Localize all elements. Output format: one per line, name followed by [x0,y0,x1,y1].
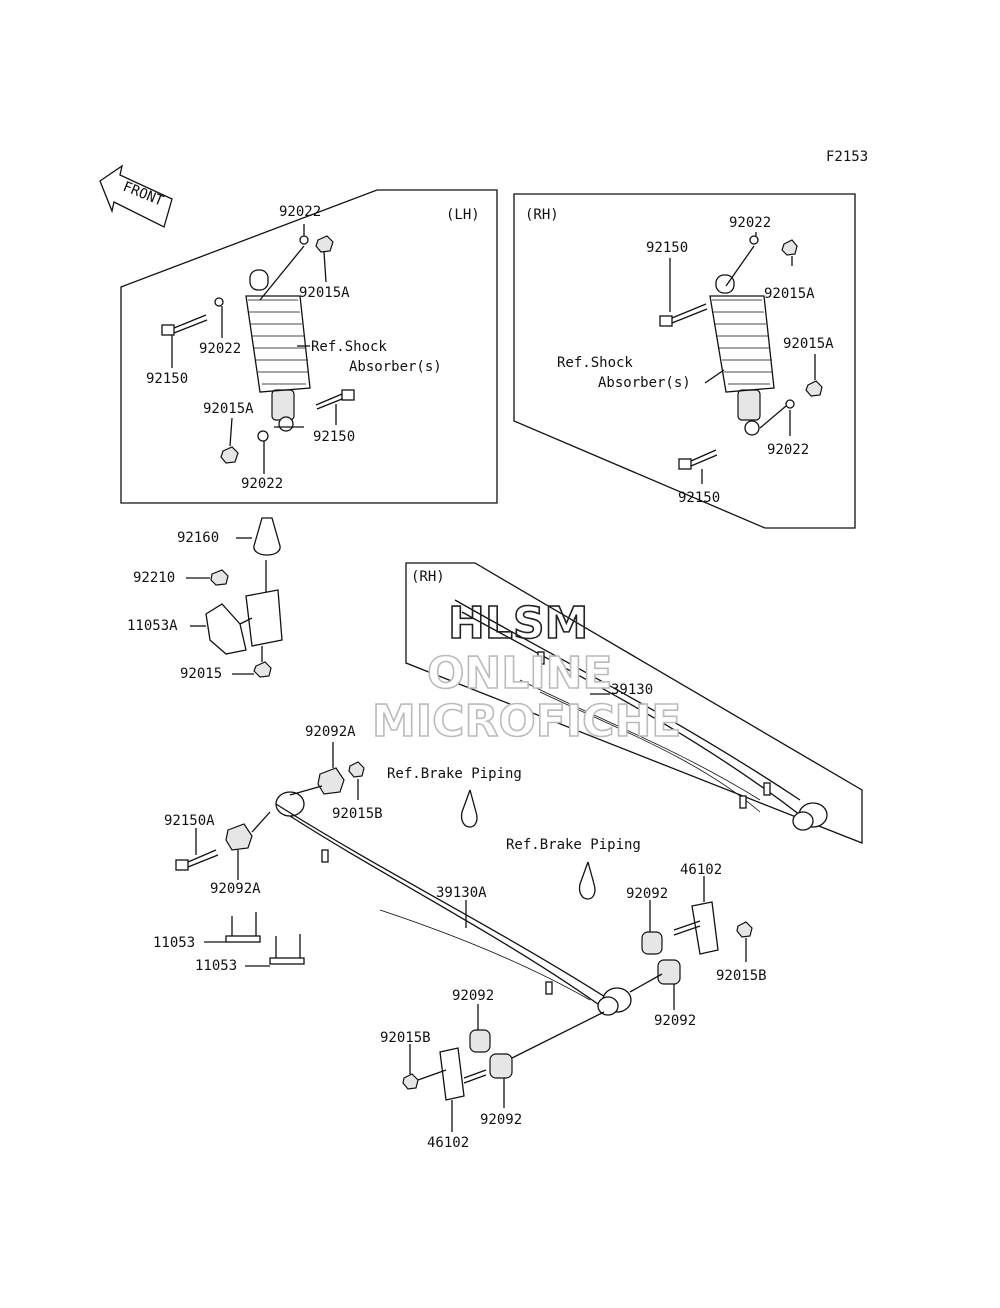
front-arrow-icon: FRONT [99,164,173,228]
bushing-icon [657,959,681,985]
rh-leaf-spring-group: (RH) 39130 [405,562,863,844]
nut-icon [736,921,753,938]
lh-shock-group: (LH) [120,189,498,504]
nut-icon [805,380,823,397]
clamp-icon [578,861,596,900]
part-92015A: 92015A [764,286,815,302]
washer-icon [785,399,795,409]
part-92022: 92022 [199,341,241,357]
leaf-spring-icon [454,599,828,831]
part-92015B: 92015B [380,1030,431,1046]
part-46102: 46102 [427,1135,469,1151]
part-92092A: 92092A [210,881,261,897]
ref-shock-label: Absorber(s) [598,375,691,391]
lh-shock-absorber [245,269,311,432]
part-92022: 92022 [767,442,809,458]
bracket-icon [205,589,283,655]
ref-brake-label: Ref.Brake Piping [387,766,522,782]
part-39130A: 39130A [436,885,487,901]
bolt-icon [678,449,718,470]
part-92022: 92022 [241,476,283,492]
part-92150: 92150 [646,240,688,256]
part-92015: 92015 [180,666,222,682]
part-92015B: 92015B [716,968,767,984]
u-bolt-icon [225,912,261,943]
bushing-icon [225,823,253,851]
part-92092A: 92092A [305,724,356,740]
bolt-icon [659,303,708,327]
nut-icon [315,235,334,253]
part-92022: 92022 [729,215,771,231]
nut-icon [220,446,239,464]
part-11053: 11053 [195,958,237,974]
part-92150: 92150 [678,490,720,506]
rh-leaf-side-label: (RH) [411,569,445,585]
washer-icon [257,430,269,442]
bushing-icon [641,931,663,955]
part-92150: 92150 [146,371,188,387]
watermark-line-1: HLSM [448,598,588,649]
nut-icon [348,761,365,778]
part-92150: 92150 [313,429,355,445]
part-92160: 92160 [177,530,219,546]
nut-icon [210,569,229,586]
part-11053A: 11053A [127,618,178,634]
part-92015A: 92015A [203,401,254,417]
leaf-spring-icon [275,791,632,1016]
clamp-icon [460,789,478,828]
part-92210: 92210 [133,570,175,586]
part-92150A: 92150A [164,813,215,829]
part-46102: 46102 [680,862,722,878]
washer-icon [749,235,759,245]
u-bolt-icon [269,934,305,965]
bolt-icon [315,389,355,410]
part-92092: 92092 [452,988,494,1004]
bushing-icon [489,1053,513,1079]
ref-shock-label: Ref.Shock [557,355,633,371]
bushing-icon [317,767,345,795]
part-92092: 92092 [480,1112,522,1128]
rh-shock-group: (RH) 92022 92150 [513,193,856,529]
part-92015A: 92015A [783,336,834,352]
lh-leaf-spring-group: 92092A 92015B Ref.Brake Piping Ref.Brake… [153,724,767,1151]
bolt-icon [175,849,219,871]
part-92092: 92092 [654,1013,696,1029]
part-11053: 11053 [153,935,195,951]
watermark-line-3: MICROFICHE [372,696,681,747]
part-92015B: 92015B [332,806,383,822]
lh-box-outline [120,189,498,504]
rh-box-outline [513,193,856,529]
watermark: HLSM ONLINE MICROFICHE [371,597,682,748]
nut-icon [781,239,798,256]
rh-leaf-box-outline [405,562,863,844]
washer-icon [214,297,224,307]
watermark-line-2: ONLINE [427,648,613,699]
bump-stop-icon [253,517,281,556]
rh-shock-absorber [709,274,775,436]
part-92092: 92092 [626,886,668,902]
bushing-icon [469,1029,491,1053]
shackle-icon [439,1047,465,1101]
part-92015A: 92015A [299,285,350,301]
ref-shock-label: Ref.Shock [311,339,387,355]
ref-shock-label: Absorber(s) [349,359,442,375]
washer-icon [299,235,309,245]
figure-code: F2153 [826,149,868,165]
nut-icon [402,1073,419,1090]
lh-side-label: (LH) [446,207,480,223]
bump-stop-group: 92160 92210 11053A 92015 [127,517,283,682]
part-39130: 39130 [611,682,653,698]
ref-brake-label: Ref.Brake Piping [506,837,641,853]
shackle-icon [691,901,719,955]
rh-side-label: (RH) [525,207,559,223]
bolt-icon [161,314,208,336]
part-92022: 92022 [279,204,321,220]
nut-icon [253,661,272,678]
